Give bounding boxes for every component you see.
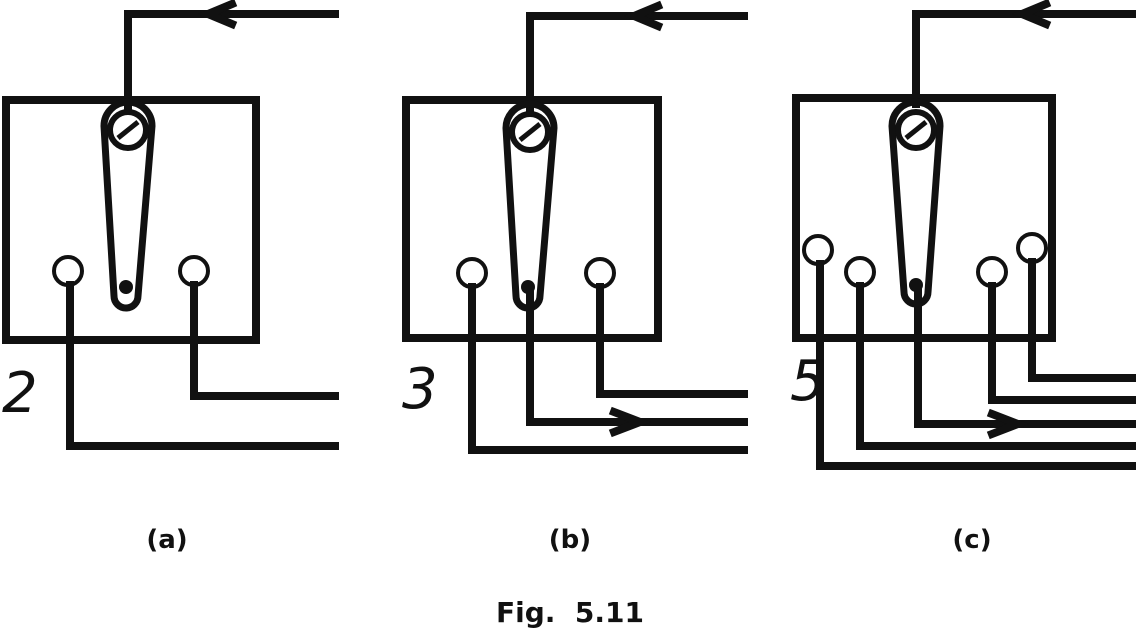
contact-2 — [844, 256, 876, 288]
contact-1 — [52, 255, 84, 287]
wiper-arm — [100, 98, 156, 312]
input-lead — [526, 12, 748, 112]
positions-number: 2 — [2, 361, 38, 426]
input-arrow — [197, 0, 238, 30]
contact-2 — [584, 257, 616, 289]
screw-slot — [904, 120, 928, 140]
output-lead-1 — [816, 260, 1136, 470]
output-arrow — [608, 406, 652, 438]
output-lead-3 — [988, 282, 1136, 404]
wiper-arm — [888, 98, 944, 308]
wiper-output-lead — [914, 286, 1136, 428]
wiper-arm — [502, 100, 558, 312]
contact-1 — [802, 234, 834, 266]
screw-slot — [116, 120, 140, 140]
output-lead-2 — [856, 282, 1136, 450]
output-lead-4 — [1028, 258, 1136, 382]
positions-number: 3 — [402, 357, 438, 422]
wiper-contact — [119, 280, 133, 294]
output-lead-3 — [596, 283, 748, 398]
positions-number: 5 — [790, 349, 826, 414]
contact-2 — [178, 255, 210, 287]
panel-caption: (b) — [549, 525, 591, 555]
input-arrow — [623, 0, 664, 32]
panel-b: 3 (b) — [402, 0, 748, 555]
screw-slot — [518, 122, 542, 142]
contact-4 — [1016, 232, 1048, 264]
wiper-output-lead — [526, 288, 748, 426]
output-lead-1 — [468, 283, 748, 454]
input-lead — [124, 10, 339, 112]
panel-caption: (a) — [146, 525, 187, 555]
output-arrow — [986, 408, 1030, 440]
panel-caption: (c) — [952, 525, 991, 555]
contact-1 — [456, 257, 488, 289]
panel-c: 5 (c) — [790, 0, 1136, 555]
output-lead-2 — [190, 281, 339, 400]
input-arrow — [1011, 0, 1052, 30]
contact-3 — [976, 256, 1008, 288]
panel-a: 2 (a) — [2, 0, 339, 555]
input-lead — [912, 10, 1136, 108]
switch-body — [792, 94, 1056, 342]
output-lead-1 — [66, 281, 339, 450]
figure-caption: Fig. 5.11 — [496, 596, 644, 629]
